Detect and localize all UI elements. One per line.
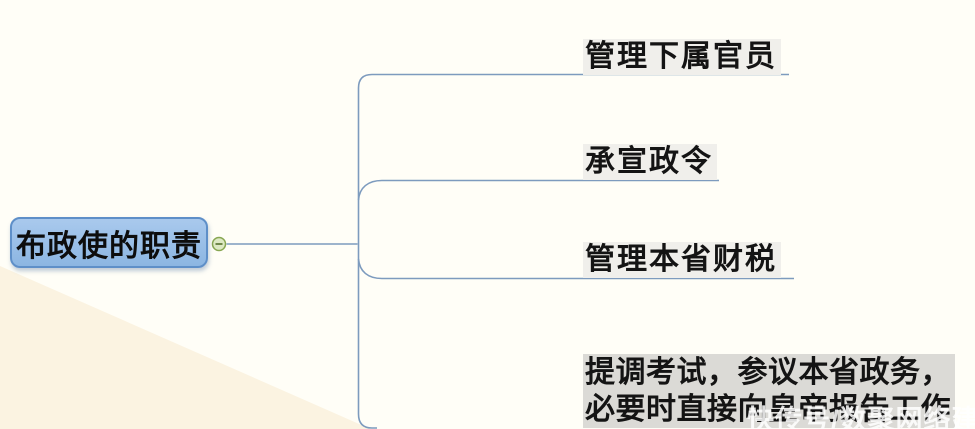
branch-node-1[interactable]: 管理下属官员 bbox=[583, 39, 781, 75]
branch-node-4[interactable]: 提调考试，参议本省政务， 必要时直接向皇帝报告工作 bbox=[583, 354, 955, 428]
branch-node-2[interactable]: 承宣政令 bbox=[583, 144, 717, 180]
branch-node-4-line2: 必要时直接向皇帝报告工作 bbox=[585, 393, 951, 426]
root-node[interactable]: 布政使的职责 bbox=[10, 217, 208, 268]
root-node-label: 布政使的职责 bbox=[16, 229, 202, 263]
collapse-toggle[interactable] bbox=[211, 236, 227, 252]
branch-node-3[interactable]: 管理本省财税 bbox=[583, 242, 781, 278]
trunk-branch1-branch4-connector bbox=[357, 73, 789, 429]
branch-node-4-line1: 提调考试，参议本省政务， bbox=[585, 356, 951, 389]
branch2-connector bbox=[357, 179, 719, 201]
branch3-connector bbox=[357, 258, 794, 280]
